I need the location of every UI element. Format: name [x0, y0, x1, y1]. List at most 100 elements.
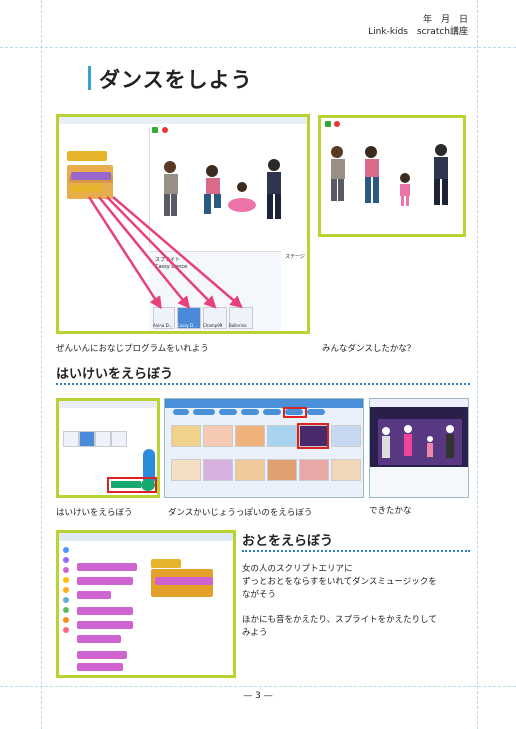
sprite-thumb-label-2: Cassy D...: [177, 323, 197, 328]
instruction-line-4: ほかにも音をかえたり、スプライトをかえたりして: [242, 615, 437, 625]
dancer-4-icon: [446, 425, 454, 458]
category-motion-icon[interactable]: [63, 547, 69, 553]
stop-icon: [162, 127, 168, 133]
dancer-2-icon: [404, 425, 412, 456]
category-operators-icon[interactable]: [63, 607, 69, 613]
caption-dance-hall: ダンスかいじょうっぽいのをえらぼう: [168, 508, 313, 518]
caption-choose-backdrop: はいけいをえらぼう: [56, 508, 133, 518]
backdrop-thumb-7[interactable]: [171, 459, 201, 481]
choose-backdrop-tooltip: [111, 481, 141, 488]
sprite-thumb-1[interactable]: [153, 307, 175, 329]
screenshot-sound-blocks: [56, 530, 236, 678]
backdrop-thumb-1[interactable]: [171, 425, 201, 447]
hat-block-green-flag[interactable]: [151, 559, 181, 568]
block-set-effect[interactable]: [77, 621, 133, 629]
date-field: 年 月 日: [422, 15, 468, 25]
sprite-thumb-a[interactable]: [63, 431, 79, 447]
tab-7[interactable]: [307, 409, 325, 415]
dancer-2-icon: [365, 146, 379, 203]
stage-area: [149, 127, 307, 247]
instruction-line-1: 女の人のスクリプトエリアに: [242, 564, 353, 574]
block-play-sound-in-loop[interactable]: [155, 577, 213, 585]
tab-2[interactable]: [193, 409, 215, 415]
stage-menu-buttons[interactable]: [143, 449, 155, 485]
sprite-panel: [370, 467, 468, 497]
highlight-box: [107, 477, 157, 493]
category-looks-icon[interactable]: [63, 557, 69, 563]
title-accent: [88, 66, 91, 90]
page-number: — 3 —: [243, 691, 273, 701]
highlight-concert: [297, 423, 329, 449]
instruction-text: 女の人のスクリプトエリアに ずっとおとをならすをいれてダンスミュージックを なが…: [242, 563, 472, 640]
tab-music[interactable]: [285, 409, 303, 415]
screenshot-editor-dance: スプライト Cassy Dance ステージ Anina D... Cassy …: [56, 114, 310, 334]
sprite-name: Cassy Dance: [155, 264, 188, 270]
sprite-thumb-d[interactable]: [111, 431, 127, 447]
block-set-volume[interactable]: [77, 663, 123, 671]
dancer-1-icon: [382, 427, 390, 458]
page-title: ダンスをしよう: [99, 68, 253, 92]
sprite-thumb-c[interactable]: [95, 431, 111, 447]
block-clear-effects[interactable]: [77, 635, 121, 643]
backdrop-thumb-2[interactable]: [203, 425, 233, 447]
category-tabs: [165, 409, 363, 417]
block-stop-all-sounds[interactable]: [77, 591, 111, 599]
tab-4[interactable]: [241, 409, 259, 415]
caption-done: できたかな: [369, 506, 412, 516]
arrow-1: [87, 196, 162, 310]
instruction-line-2: ずっとおとをならすをいれてダンスミュージックを: [242, 577, 437, 587]
backdrop-thumb-3[interactable]: [235, 425, 265, 447]
dancer-2-icon: [204, 165, 221, 214]
guide-top: [0, 47, 516, 48]
category-sensing-icon[interactable]: [63, 597, 69, 603]
dancer-1-icon: [331, 146, 345, 201]
category-myblocks-icon[interactable]: [63, 627, 69, 633]
page-header: 年 月 日 Link-kids scratch講座: [268, 14, 468, 38]
backdrop-thumb-10[interactable]: [267, 459, 297, 481]
sprite-thumb-b[interactable]: [79, 431, 95, 447]
dancers-figure: [164, 159, 281, 219]
stage-label: ステージ: [285, 254, 305, 260]
section-title-backdrop: はいけいをえらぼう: [56, 367, 174, 382]
block-play-sound-until-done[interactable]: [77, 563, 137, 571]
backdrop-thumb-12[interactable]: [331, 459, 361, 481]
section-divider-1: [56, 383, 470, 385]
tab-3[interactable]: [219, 409, 237, 415]
backdrop-thumb-9[interactable]: [235, 459, 265, 481]
backdrop-thumb-8[interactable]: [203, 459, 233, 481]
stop-icon: [334, 121, 340, 127]
dancers-figure: [331, 144, 448, 206]
backdrop-thumb-11[interactable]: [299, 459, 329, 481]
caption-same-program: ぜんいんにおなじプログラムをいれよう: [56, 344, 209, 354]
category-control-icon[interactable]: [63, 587, 69, 593]
screenshot-choose-backdrop: [56, 398, 160, 498]
sprite-thumb-label-4: Ballerina: [229, 323, 247, 328]
instruction-line-5: みよう: [242, 628, 268, 638]
tab-5[interactable]: [263, 409, 281, 415]
block-start-sound[interactable]: [77, 577, 133, 585]
guide-bottom: [0, 686, 516, 687]
green-flag-icon: [325, 121, 331, 127]
screenshot-concert-result: [369, 398, 469, 498]
block-change-volume[interactable]: [77, 651, 127, 659]
block-change-effect[interactable]: [77, 607, 133, 615]
dancer-3-icon: [228, 182, 256, 212]
green-flag-icon: [152, 127, 158, 133]
tab-1[interactable]: [173, 409, 189, 415]
instruction-line-3: ながそう: [242, 590, 277, 600]
choose-backdrop-icon[interactable]: [141, 479, 155, 491]
stage-toolbar: [370, 399, 468, 407]
wait-block: [71, 185, 101, 192]
highlight-tab: [283, 407, 307, 418]
backdrop-thumb-6[interactable]: [331, 425, 361, 447]
category-events-icon[interactable]: [63, 577, 69, 583]
category-sound-icon[interactable]: [63, 567, 69, 573]
dancer-3-icon: [427, 436, 433, 457]
category-variables-icon[interactable]: [63, 617, 69, 623]
next-costume-block: [71, 172, 111, 180]
guide-right: [477, 0, 478, 729]
backdrop-thumb-4[interactable]: [267, 425, 297, 447]
arrows-overlay: [87, 196, 243, 310]
dancer-3-icon: [400, 173, 410, 206]
section-title-sound: おとをえらぼう: [242, 534, 334, 549]
